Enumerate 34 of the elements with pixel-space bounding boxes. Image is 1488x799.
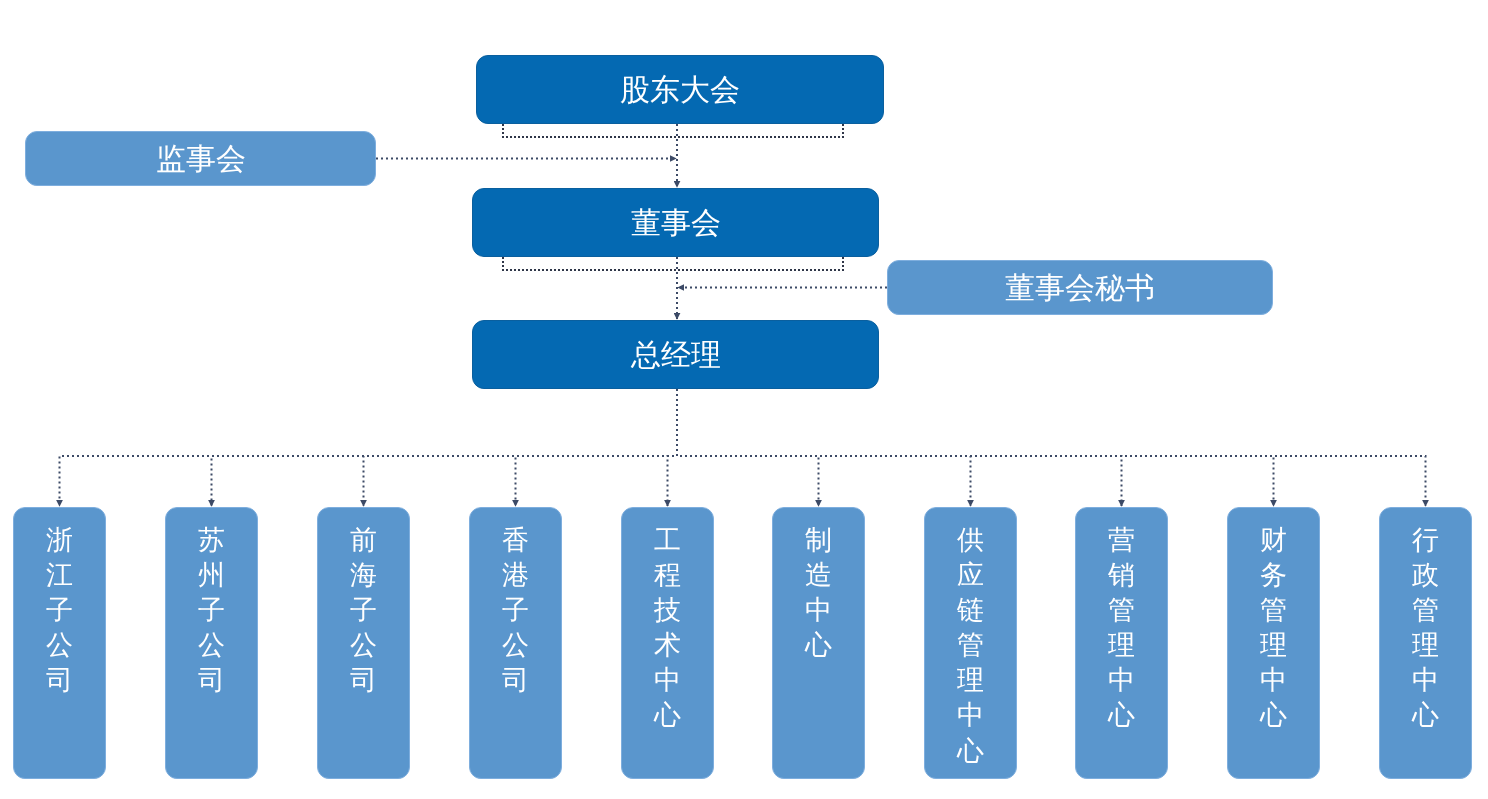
org-unit-box (476, 55, 884, 124)
unit-name: 制造中心 (805, 523, 832, 663)
arrow (677, 284, 888, 291)
unit-name: 前海子公司 (350, 523, 377, 698)
org-unit-box (317, 507, 410, 779)
org-unit-box (924, 507, 1017, 779)
unit-name: 供应链管理中心 (957, 523, 984, 768)
arrow (673, 123, 681, 188)
org-unit-box (772, 507, 865, 779)
org-unit-box (472, 320, 879, 389)
unit-name: 董事会 (630, 204, 721, 241)
unit-name: 财务管理中心 (1260, 523, 1287, 733)
org-unit-box (472, 188, 879, 257)
unit-name: 总经理 (630, 336, 721, 373)
org-unit-box (13, 507, 106, 779)
org-unit-box (469, 507, 562, 779)
org-unit-box (621, 507, 714, 779)
unit-name: 监事会 (155, 140, 246, 177)
org-unit-box (887, 260, 1273, 315)
unit-name: 香港子公司 (502, 523, 529, 698)
org-unit-box (1227, 507, 1320, 779)
org-unit-box (1075, 507, 1168, 779)
org-unit-box (25, 131, 376, 186)
unit-name: 营销管理中心 (1108, 523, 1135, 733)
unit-name: 行政管理中心 (1412, 523, 1439, 733)
unit-name: 工程技术中心 (654, 523, 681, 733)
unit-name: 董事会秘书 (1005, 269, 1155, 306)
unit-name: 苏州子公司 (198, 523, 225, 698)
unit-name: 股东大会 (620, 71, 740, 108)
arrow (673, 256, 681, 320)
arrow (375, 155, 677, 162)
org-unit-box (165, 507, 258, 779)
org-unit-box (1379, 507, 1472, 779)
unit-name: 浙江子公司 (46, 523, 73, 698)
